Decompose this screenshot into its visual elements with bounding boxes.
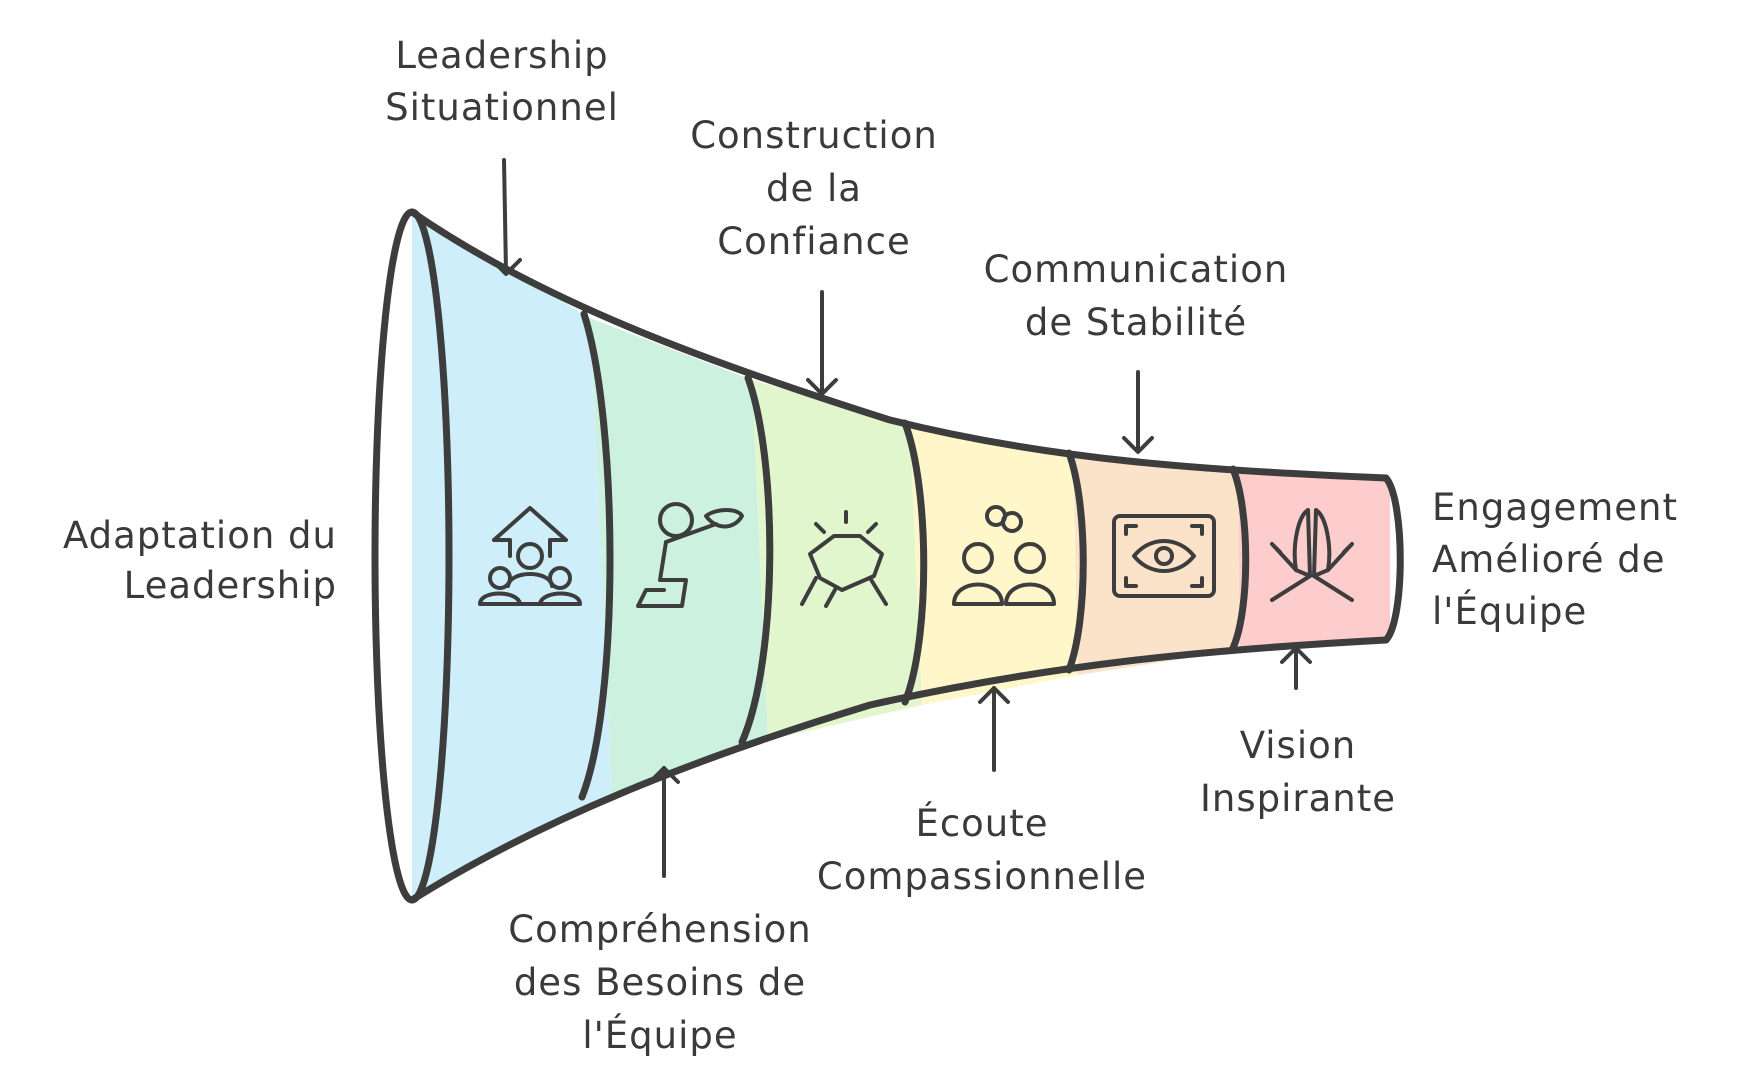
stage-label-3: Construction de la Confiance (690, 114, 938, 263)
stage-3-line-1: Construction (690, 114, 938, 157)
funnel-fills (412, 212, 1390, 900)
arrow-vision-inspirante (1280, 646, 1312, 690)
arrow-ecoute-compassionnelle (978, 686, 1010, 772)
divider-2 (738, 374, 774, 746)
stage-5-line-1: Communication (984, 248, 1289, 291)
arrow-construction-confiance (806, 290, 838, 396)
stage-5-line-2: de Stabilité (1025, 301, 1247, 344)
stage-2-line-3: l'Équipe (582, 1013, 737, 1057)
stage-1-line-1: Leadership (395, 34, 608, 77)
stage-3-line-2: de la (766, 167, 862, 210)
start-label-line-1: Adaptation du (63, 514, 337, 557)
stage-2-line-1: Compréhension (508, 908, 811, 951)
eye-frame-icon (1112, 514, 1216, 598)
stage-label-5: Communication de Stabilité (984, 248, 1289, 344)
connector-arrows (490, 158, 1312, 878)
stage-1-line-2: Situationnel (385, 86, 619, 129)
funnel-top-edge (408, 208, 1390, 482)
stage-4-fill (910, 425, 1078, 705)
stage-2-fill (590, 318, 768, 795)
stage-4-line-2: Compassionnelle (817, 855, 1147, 898)
stage-2-line-2: des Besoins de (514, 961, 806, 1004)
end-label-line-3: l'Équipe (1432, 589, 1587, 633)
divider-1 (578, 310, 614, 801)
kneeling-offering-icon (636, 502, 744, 608)
praying-hands-icon (1270, 508, 1354, 602)
stage-4-line-1: Écoute (915, 801, 1048, 845)
two-people-listening-icon (952, 505, 1056, 606)
end-label-line-2: Amélioré de (1432, 538, 1666, 581)
stage-label-2: Compréhension des Besoins de l'Équipe (508, 908, 811, 1057)
start-label-line-2: Leadership (124, 564, 337, 607)
funnel-bottom-edge (408, 636, 1390, 904)
handshake-icon (800, 510, 888, 608)
stage-3-fill (752, 380, 922, 740)
stage-5-fill (1073, 455, 1240, 675)
stage-3-line-3: Confiance (717, 220, 910, 263)
stage-6-line-2: Inspirante (1200, 777, 1396, 820)
arrow-communication-stabilite (1122, 370, 1154, 454)
leader-group-icon (478, 506, 582, 606)
divider-4 (1065, 449, 1087, 674)
divider-5 (1229, 465, 1250, 652)
end-label-line-1: Engagement (1432, 486, 1678, 529)
funnel-end-cap (1382, 474, 1404, 644)
divider-3 (901, 419, 928, 706)
start-label: Adaptation du Leadership (63, 514, 337, 607)
stage-6-line-1: Vision (1240, 724, 1356, 767)
funnel-outline (371, 208, 1404, 904)
arrow-leadership-situationnel (490, 158, 522, 276)
arrow-comprehension-besoins (648, 766, 680, 878)
